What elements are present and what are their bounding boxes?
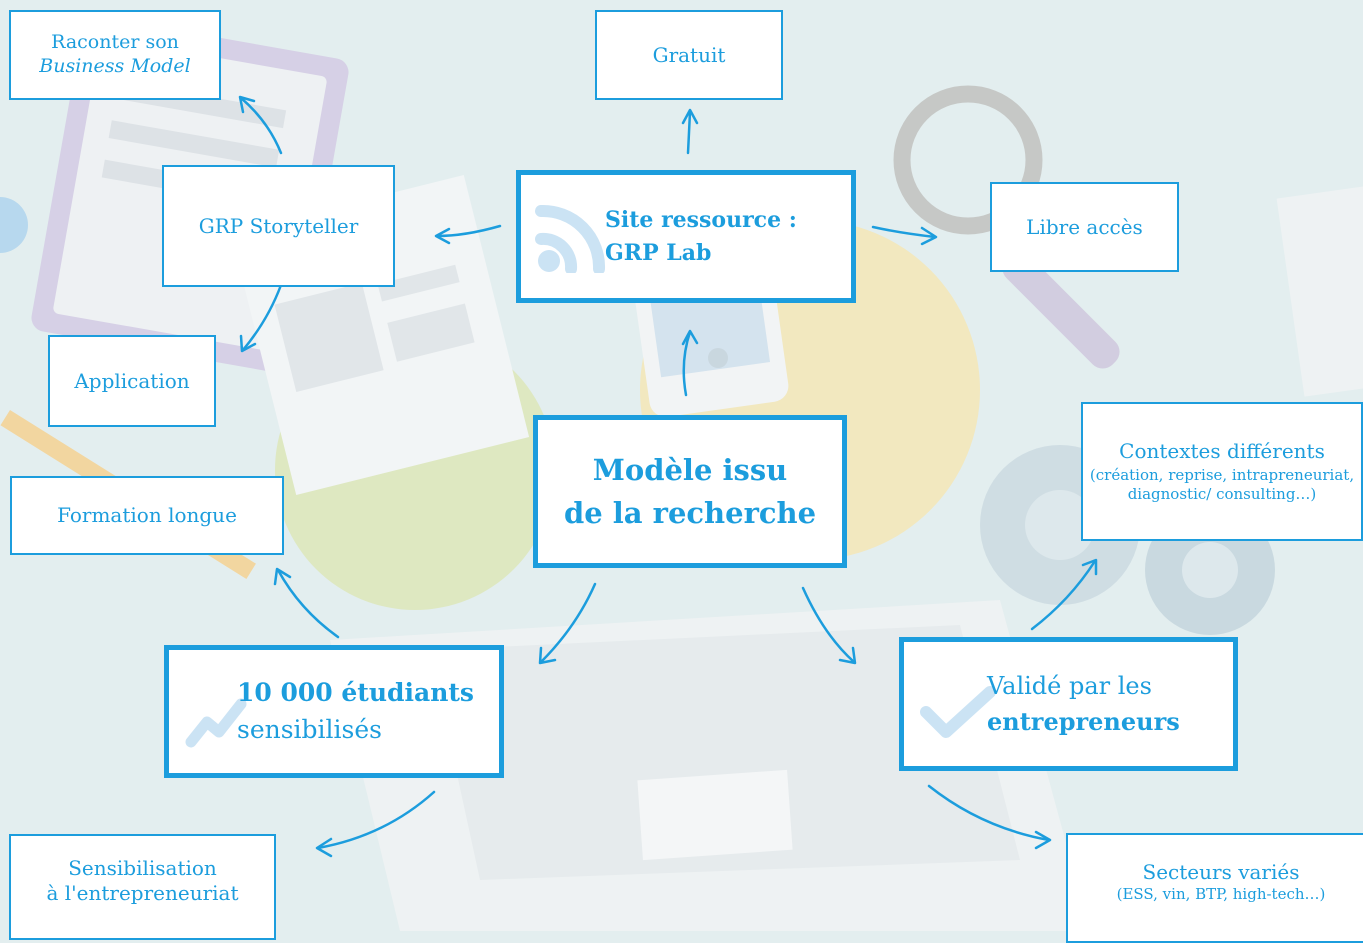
valide-box: Validé par les entrepreneurs — [899, 637, 1238, 771]
secteurs-title: Secteurs variés — [1142, 859, 1300, 884]
contextes-detail: (création, reprise, intrapreneuriat, dia… — [1089, 465, 1355, 504]
sensibilisation-line2: à l'entrepreneuriat — [46, 881, 239, 905]
rss-icon — [535, 204, 606, 273]
trend-icon — [185, 698, 247, 748]
checkmark-icon — [920, 686, 996, 738]
secteurs-detail: (ESS, vin, BTP, high-tech…) — [1116, 884, 1326, 903]
application-box: Application — [48, 335, 216, 427]
valide-line1: Validé par les — [987, 672, 1152, 700]
students-box: 10 000 étudiants sensibilisés — [164, 645, 504, 778]
storyteller-box: GRP Storyteller — [162, 165, 395, 287]
application-label: Application — [74, 368, 190, 393]
center-line2: de la recherche — [563, 495, 817, 530]
raconter-box: Raconter son Business Model — [9, 10, 221, 100]
center-line1: Modèle issu — [592, 453, 788, 488]
storyteller-label: GRP Storyteller — [198, 213, 359, 238]
formation-label: Formation longue — [57, 503, 237, 527]
libre-label: Libre accès — [1026, 214, 1143, 239]
students-number: 10 000 étudiants — [237, 678, 474, 708]
formation-box: Formation longue — [10, 476, 284, 555]
sensibilisation-box: Sensibilisation à l'entrepreneuriat — [9, 834, 276, 940]
students-text: sensibilisés — [237, 714, 382, 744]
site-box: Site ressource : GRP Lab — [516, 170, 856, 303]
contextes-box: Contextes différents (création, reprise,… — [1081, 402, 1363, 541]
libre-box: Libre accès — [990, 182, 1179, 272]
secteurs-box: Secteurs variés (ESS, vin, BTP, high-tec… — [1066, 833, 1363, 943]
contextes-title: Contextes différents — [1119, 438, 1325, 463]
raconter-line1: Raconter son — [51, 31, 179, 54]
gratuit-box: Gratuit — [595, 10, 783, 100]
valide-line2: entrepreneurs — [987, 707, 1180, 736]
raconter-line2: Business Model — [39, 55, 191, 77]
site-line1: Site ressource : — [605, 206, 797, 233]
sensibilisation-line1: Sensibilisation — [68, 856, 217, 880]
center-box: Modèle issu de la recherche — [533, 415, 847, 568]
site-line2: GRP Lab — [605, 239, 712, 266]
gratuit-label: Gratuit — [652, 42, 726, 67]
